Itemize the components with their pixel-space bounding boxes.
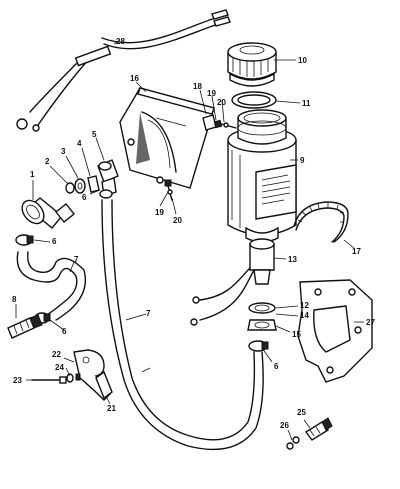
- callout-7a: 7: [74, 255, 79, 264]
- callout-6b: 6: [82, 193, 87, 202]
- hose-bracket: [73, 349, 113, 401]
- callout-26: 26: [280, 421, 289, 430]
- callout-24: 24: [55, 363, 64, 372]
- callout-6a: 6: [52, 237, 57, 246]
- callout-22: 22: [52, 350, 61, 359]
- hose-short: [16, 251, 87, 321]
- callout-23: 23: [13, 376, 22, 385]
- callout-12: 12: [300, 301, 309, 310]
- cap-seal-ring: [231, 91, 277, 109]
- callout-19a: 19: [207, 89, 216, 98]
- callout-17: 17: [352, 247, 361, 256]
- bracket-fasteners-upper: [202, 114, 237, 131]
- callout-11: 11: [302, 99, 311, 108]
- callout-8: 8: [12, 295, 17, 304]
- barbed-fitting: [7, 314, 43, 339]
- mounting-bracket: [119, 87, 215, 189]
- callout-6c: 6: [62, 327, 67, 336]
- hose-long: [101, 199, 264, 451]
- hose-clamp-1: [15, 234, 34, 246]
- callout-9: 9: [300, 156, 305, 165]
- callout-10: 10: [298, 56, 307, 65]
- elbow-connector: [97, 159, 119, 197]
- hose-clamp-4: [248, 340, 269, 352]
- callout-18: 18: [193, 82, 202, 91]
- reservoir-cap: [227, 42, 277, 87]
- oil-reservoir: [227, 109, 297, 243]
- callout-16: 16: [130, 74, 139, 83]
- callout-1: 1: [30, 170, 35, 179]
- callout-4: 4: [77, 139, 82, 148]
- callout-14: 14: [300, 311, 309, 320]
- callout-5: 5: [92, 130, 97, 139]
- callout-28: 28: [116, 37, 125, 46]
- sender-nut: [247, 319, 277, 331]
- leader-lines: [15, 39, 364, 441]
- callout-21: 21: [107, 404, 116, 413]
- callout-13: 13: [288, 255, 297, 264]
- bracket-fasteners-lower: [164, 179, 173, 201]
- callout-3: 3: [61, 147, 66, 156]
- callout-6d: 6: [274, 362, 279, 371]
- callout-7b: 7: [146, 309, 151, 318]
- elbow-fitting: [21, 197, 75, 229]
- bracket-bolt: [31, 373, 81, 384]
- mounting-plate: [297, 279, 373, 383]
- fitting-washers: [65, 175, 100, 194]
- callout-labels: 1 2 3 4 5 6 6 6 6 7 7 8 9 10 11 12 13 14…: [12, 37, 375, 430]
- callout-20b: 20: [173, 216, 182, 225]
- callout-15: 15: [292, 330, 301, 339]
- callout-2: 2: [45, 157, 50, 166]
- callout-25: 25: [297, 408, 306, 417]
- callout-27: 27: [366, 318, 375, 327]
- hose-clamp-3: [99, 189, 113, 199]
- level-sender: [190, 238, 275, 326]
- sender-washer: [248, 302, 276, 314]
- callout-19b: 19: [155, 208, 164, 217]
- wire-harness: [16, 9, 231, 132]
- retaining-strap: [293, 201, 349, 243]
- callout-20a: 20: [217, 98, 226, 107]
- drain-fitting: [286, 417, 333, 450]
